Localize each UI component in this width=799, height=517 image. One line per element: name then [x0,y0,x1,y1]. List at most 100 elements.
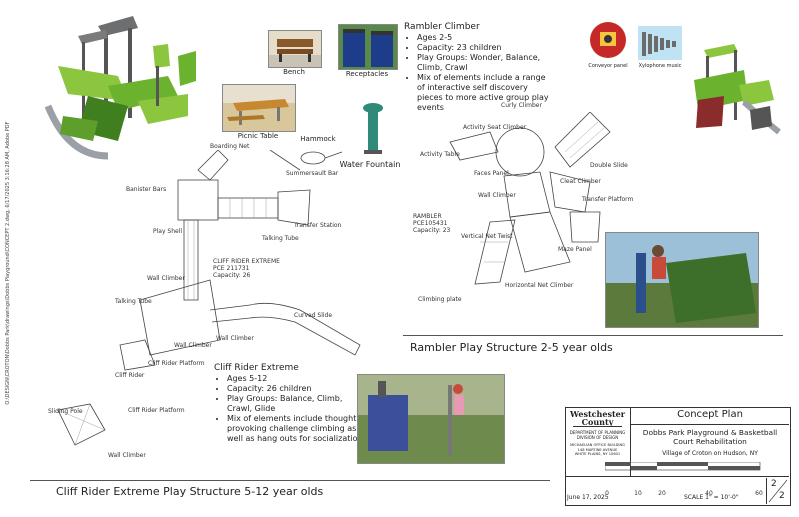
rambler-plan [449,112,611,285]
rambler-notes-title: Rambler Climber [404,22,480,32]
rambler-note-item: Play Groups: Wonder, Balance, Climb, Cra… [417,53,549,73]
cliff-rider-render [44,16,196,160]
curved-slide-label: Curved Slide [294,312,333,319]
rambler-model-code: PCE105431 [413,220,448,227]
talking-tube-label: Talking Tube [262,235,299,242]
dept-line2: DIVISION OF DESIGN [576,435,619,440]
talking-tube-label: Talking Tube [115,298,152,305]
receptacles-caption: Receptacles [345,70,389,78]
file-path-label: O:\DESIGN\CROTON\Dobbs Park\drawings\Dob… [5,121,11,405]
picnic-table-caption: Picnic Table [237,132,279,140]
dept-line1: DEPARTMENT OF PLANNING [569,430,626,435]
picnic-table-photo [222,84,296,132]
banister-bars-label: Banister Bars [126,186,167,193]
rambler-photo [605,232,759,328]
vertical-net-twist-label: Vertical Net Twist [461,233,513,240]
cliff-notes: Cliff Rider Extreme Ages 5-12 Capacity: … [214,363,364,444]
cliff-title-rule [30,480,550,481]
bench-photo [268,30,322,68]
sliding-pole-label: Sliding Pole [48,408,83,415]
county-name-line1: Westchester [570,409,625,419]
conveyor-panel-caption: Conveyor panel [588,63,628,69]
cliff-rider-label: Cliff Rider [115,372,145,379]
wall-climber-label: Wall Climber [478,192,516,199]
addr-line3: WHITE PLAINS, NY 10601 [574,452,621,456]
rambler-render [694,44,781,135]
activity-seat-climber-label: Activity Seat Climber [463,124,527,131]
rambler-notes-list: Ages 2-5 Capacity: 23 children Play Grou… [404,33,549,113]
title-block-divider [631,424,789,425]
project-line2: Court Rehabilitation [673,437,747,446]
project-line1: Dobbs Park Playground & Basketball [642,428,778,437]
addr-line2: 148 MARTINE AVENUE [577,447,618,452]
scale-bar [605,462,761,471]
title-block [565,407,791,506]
cleat-climber-label: Cleat Climber [560,178,601,185]
project-location: Village of Croton on Hudson, NY [662,450,758,457]
summersault-bar-label: Summersault Bar [286,170,339,177]
xylophone-image [638,26,682,60]
cliff-note-item: Mix of elements include thought provokin… [227,414,364,444]
cliff-section-title: Cliff Rider Extreme Play Structure 5-12 … [56,485,324,498]
play-shell-label: Play Shell [153,228,183,235]
sheet-number-box: 2 2 [766,478,789,504]
scale-tick: 20 [658,490,666,497]
county-name-line2: County [573,418,622,427]
climbing-plate-label: Climbing plate [418,296,462,303]
addr-line1: MICHAELIAN OFFICE BUILDING [570,443,625,447]
rambler-notes: Rambler Climber Ages 2-5 Capacity: 23 ch… [404,22,549,113]
cliff-notes-list: Ages 5-12 Capacity: 26 children Play Gro… [214,374,364,444]
rambler-note-item: Capacity: 23 children [417,43,549,53]
cliff-model-code: PCE 211731 [213,265,250,272]
rambler-model-info: RAMBLER PCE105431 Capacity: 23 [413,213,450,234]
transfer-platform-label: Transfer Platform [582,196,634,203]
rambler-model-capacity: Capacity: 23 [413,227,451,234]
wall-climber-label: Wall Climber [147,275,185,282]
scale-tick: 40 [705,490,713,497]
maze-panel-label: Maze Panel [558,246,592,253]
hammock-caption: Hammock [300,135,336,143]
title-block-divider [565,476,789,477]
title-block-divider [630,407,631,476]
curly-climber-label: Curly Climber [501,102,542,109]
scale-tick: 0 [605,490,609,497]
cliff-rider-platform-label: Cliff Rider Platform [148,360,205,367]
sheet-title: Concept Plan [677,409,743,420]
cliff-rider-platform-label: Cliff Rider Platform [128,407,185,414]
faces-panel-label: Faces Panel [474,170,509,177]
wall-climber-label: Wall Climber [108,452,146,459]
xylophone-caption: Xylophone music [638,63,682,69]
rambler-note-item: Mix of elements include a range of inter… [417,73,549,113]
scale-tick: 60 [755,490,763,497]
wall-climber-label: Wall Climber [174,342,212,349]
cliff-note-item: Capacity: 26 children [227,384,364,394]
sheet-number: 2 [771,479,777,489]
rambler-title-rule [403,335,783,336]
transfer-station-label: Transfer Station [294,222,342,229]
bench-caption: Bench [283,68,305,76]
sheet-total: 2 [779,491,785,501]
cliff-photo [357,374,505,464]
rambler-note-item: Ages 2-5 [417,33,549,43]
horizontal-net-climber-label: Horizontal Net Climber [505,282,574,289]
county-logo: Westchester County DEPARTMENT OF PLANNIN… [565,410,630,457]
cliff-notes-title: Cliff Rider Extreme [214,363,299,373]
water-fountain-caption: Water Fountain [339,160,401,169]
activity-table-label: Activity Table [420,151,460,158]
rambler-model-name: RAMBLER [413,213,442,220]
cliff-rider-platform-detail [57,403,106,446]
conveyor-panel-image [590,22,626,58]
cliff-model-name: CLIFF RIDER EXTREME [213,258,280,265]
receptacles-photo [338,24,398,70]
double-slide-label: Double Slide [590,162,628,169]
cliff-model-capacity: Capacity: 26 [213,272,251,279]
wall-climber-label: Wall Climber [216,335,254,342]
cliff-rider-plan [119,150,361,371]
water-fountain-image [363,103,383,154]
cliff-note-item: Ages 5-12 [227,374,364,384]
rambler-section-title: Rambler Play Structure 2-5 year olds [410,341,613,354]
scale-tick: 10 [634,490,642,497]
sheet-number-divider [768,479,788,503]
drawing-scale: SCALE 1" = 10'-0" [684,494,739,501]
project-name: Dobbs Park Playground & Basketball Court… [631,428,789,446]
